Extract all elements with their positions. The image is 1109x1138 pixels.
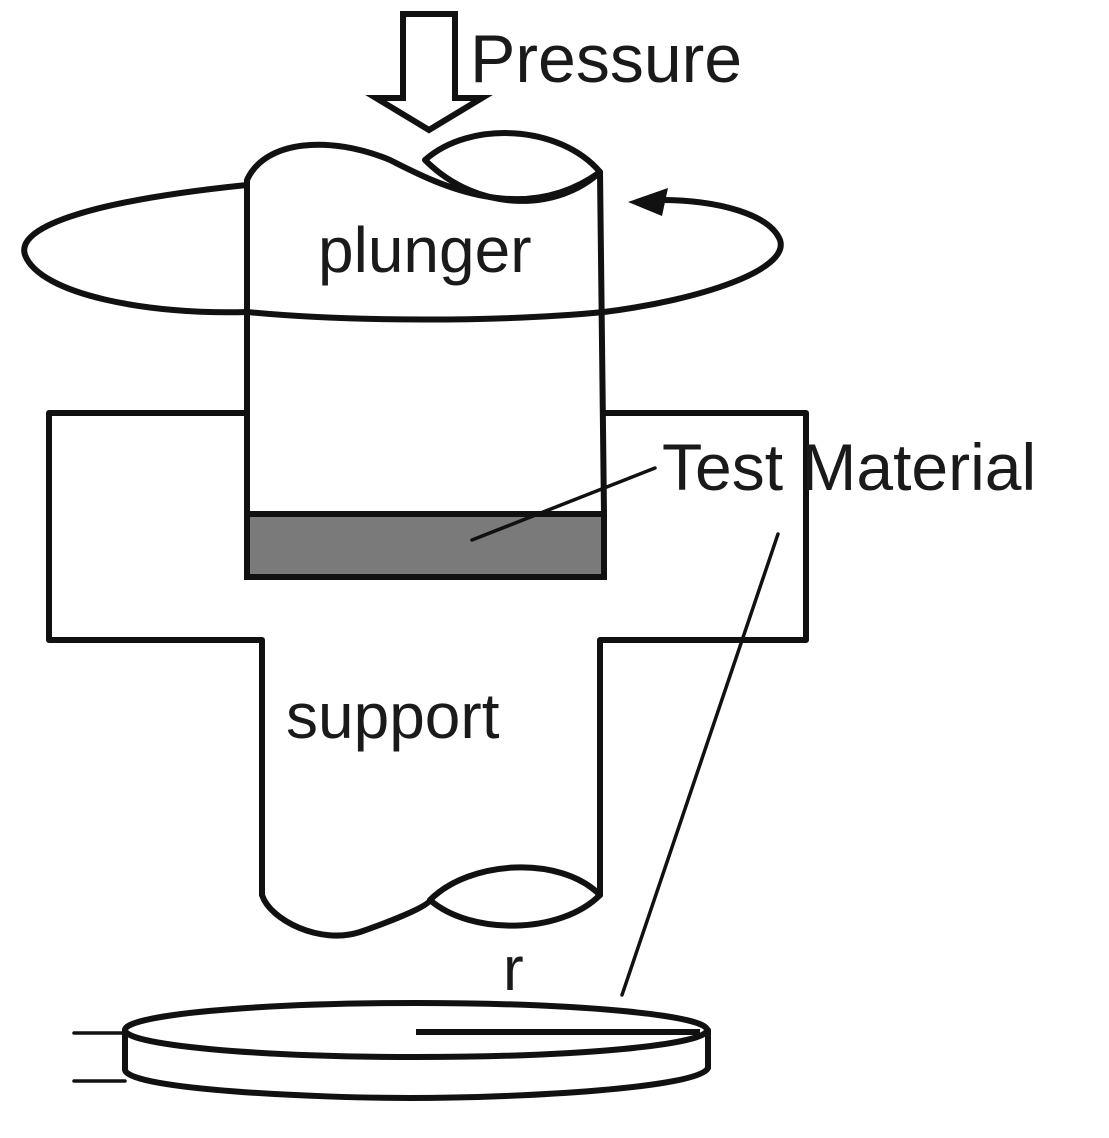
plunger-top-twist [422,130,603,204]
pressure-label: Pressure [470,21,742,97]
rotation-ellipse-front [244,197,784,323]
test-material-label: Test Material [662,430,1036,504]
support-bottom-twist [427,864,603,903]
support-body [46,410,809,898]
pressure-arrow-icon [365,11,493,134]
rotation-ellipse-back [21,182,250,316]
support-bottom-wave [259,892,603,939]
test-material-leader [470,466,657,542]
plunger-label: plunger [318,214,532,286]
specimen-leader [620,532,780,997]
test-material-layer [244,511,607,580]
radius-label: r [503,935,524,1004]
support-label: support [286,680,500,752]
rotation-arrow-icon [628,188,668,216]
specimen-disc-side [122,1027,711,1101]
